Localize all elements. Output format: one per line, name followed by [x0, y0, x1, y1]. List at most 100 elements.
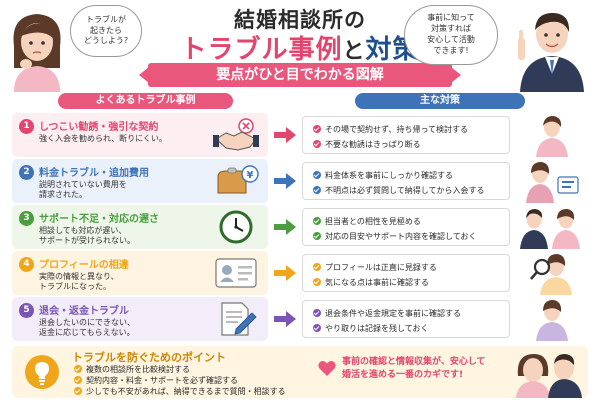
check-circle-icon [313, 140, 321, 148]
measure-item: 気になる点は事前に確認する [313, 277, 429, 288]
case-title: サポート不足・対応の遅さ [39, 214, 159, 225]
trouble-case-card: 4 プロフィールの相違実際の情報と異なり、 トラブルになった。 [12, 251, 268, 295]
clock-icon [212, 209, 260, 245]
arrow-right-icon [274, 265, 296, 281]
tip-item: 少しでも不安があれば、納得できるまで質問・相談する [74, 386, 286, 397]
tip-item: 契約内容・料金・サポートを必ず確認する [74, 375, 238, 386]
trouble-row: 5 退会・返金トラブル退会したいのにできない、 返金に応じてもらえない。 退会条件や… [12, 297, 588, 341]
case-title: しつこい勧誘・強引な契約 [39, 122, 159, 133]
heart-icon [318, 361, 336, 376]
person-illustration [512, 159, 588, 203]
check-circle-icon [313, 309, 321, 317]
check-circle-icon [74, 365, 82, 373]
check-circle-icon [74, 376, 82, 384]
arrow-right-icon [274, 219, 296, 235]
profile-card-icon [212, 255, 260, 291]
trouble-row: 4 プロフィールの相違実際の情報と異なり、 トラブルになった。 プロフィールは正直に… [12, 251, 588, 295]
speech-bubble-right: 事前に知って 対策すれば 安心して活動 できます! [404, 5, 498, 65]
tip-text: 契約内容・料金・サポートを必ず確認する [86, 376, 238, 385]
measure-text: 対応の目安やサポート内容を確認しておく [325, 232, 477, 241]
title-line1: 結婚相談所の [234, 8, 366, 32]
case-description: 相談しても対応が遅い、 サポートが受けられない。 [39, 226, 135, 246]
column-header-trouble-cases: よくあるトラブル事例 [58, 93, 233, 109]
check-circle-icon [313, 263, 321, 271]
measure-text: 担当者との相性を見極める [325, 217, 421, 226]
title-part-and: と [342, 39, 366, 64]
trouble-case-card: 1 しつこい勧誘・強引な契約強く入会を勧められ、断りにくい。 [12, 113, 268, 157]
measure-text: 不明点は必ず質問して納得してから入会する [325, 186, 485, 195]
trouble-case-card: 2 料金トラブル・追加費用説明されていない費用を 請求された。 ¥ [12, 159, 268, 203]
case-title: プロフィールの相違 [39, 260, 129, 271]
tips-title: トラブルを防ぐためのポイント [72, 351, 226, 364]
person-illustration [512, 297, 588, 341]
case-description: 強く入会を勧められ、断りにくい。 [39, 134, 167, 143]
speech-bubble-left-text: トラブルが 起きたら どうしよう? [83, 14, 129, 46]
lightbulb-icon [25, 355, 59, 389]
measure-card: 退会条件や返金規定を事前に確認するやり取りは記録を残しておく [302, 300, 510, 338]
check-circle-icon [74, 387, 82, 395]
case-number-badge: 3 [19, 211, 34, 226]
case-number-badge: 1 [19, 119, 34, 134]
case-number-badge: 4 [19, 257, 34, 272]
measure-text: やり取りは記録を残しておく [325, 324, 429, 333]
check-circle-icon [313, 278, 321, 286]
measure-text: その場で契約せず、持ち帰って検討する [325, 125, 469, 134]
measure-item: 料金体系を事前にしっかり確認する [313, 170, 453, 181]
wallet-icon: ¥ [212, 163, 260, 199]
speech-bubble-right-text: 事前に知って 対策すれば 安心して活動 できます! [427, 13, 475, 55]
check-circle-icon [313, 186, 321, 194]
measure-text: 不要な勧誘はきっぱり断る [325, 140, 421, 149]
case-description: 実際の情報と異なり、 トラブルになった。 [39, 272, 119, 292]
measure-text: 気になる点は事前に確認する [325, 278, 429, 287]
measure-item: 退会条件や返金規定を事前に確認する [313, 308, 461, 319]
check-circle-icon [313, 232, 321, 240]
tip-item: 複数の相談所を比較検討する [74, 364, 190, 375]
measure-item: やり取りは記録を残しておく [313, 323, 429, 334]
check-circle-icon [313, 217, 321, 225]
measure-text: 料金体系を事前にしっかり確認する [325, 171, 453, 180]
document-pen-icon [212, 301, 260, 337]
speech-bubble-left: トラブルが 起きたら どうしよう? [70, 5, 142, 57]
trouble-case-card: 5 退会・返金トラブル退会したいのにできない、 返金に応じてもらえない。 [12, 297, 268, 341]
advisor-man-illustration [518, 12, 584, 92]
case-description: 退会したいのにできない、 返金に応じてもらえない。 [39, 318, 135, 338]
check-circle-icon [313, 324, 321, 332]
subtitle-ribbon: 要点がひと目でわかる図解 [139, 63, 461, 87]
trouble-row: 3 サポート不足・対応の遅さ相談しても対応が遅い、 サポートが受けられない。 担当者… [12, 205, 588, 249]
measure-item: 対応の目安やサポート内容を確認しておく [313, 231, 477, 242]
tip-text: 複数の相談所を比較検討する [86, 365, 190, 374]
measure-card: 担当者との相性を見極める対応の目安やサポート内容を確認しておく [302, 208, 510, 246]
case-number-badge: 5 [19, 303, 34, 318]
arrow-right-icon [274, 311, 296, 327]
measure-card: その場で契約せず、持ち帰って検討する不要な勧誘はきっぱり断る [302, 116, 510, 154]
header: トラブルが 起きたら どうしよう? 結婚相談所の トラブル事例と対策 要点がひと… [0, 0, 600, 92]
measure-card: 料金体系を事前にしっかり確認する不明点は必ず質問して納得してから入会する [302, 162, 510, 200]
trouble-row: 1 しつこい勧誘・強引な契約強く入会を勧められ、断りにくい。 その場で契約せず、持ち… [12, 113, 588, 157]
case-description: 説明されていない費用を 請求された。 [39, 180, 127, 200]
person-illustration [512, 205, 588, 249]
measure-item: プロフィールは正直に見録する [313, 262, 437, 273]
measure-item: 不明点は必ず質問して納得してから入会する [313, 185, 485, 196]
svg-text:¥: ¥ [247, 170, 254, 181]
case-number-badge: 2 [19, 165, 34, 180]
handshake-icon [212, 117, 260, 153]
case-title: 料金トラブル・追加費用 [39, 168, 149, 179]
worried-woman-illustration [13, 14, 61, 92]
arrow-right-icon [274, 173, 296, 189]
measure-item: 不要な勧誘はきっぱり断る [313, 139, 421, 150]
trouble-case-card: 3 サポート不足・対応の遅さ相談しても対応が遅い、 サポートが受けられない。 [12, 205, 268, 249]
tip-text: 少しでも不安があれば、納得できるまで質問・相談する [86, 387, 286, 396]
measure-item: その場で契約せず、持ち帰って検討する [313, 124, 468, 135]
check-circle-icon [313, 125, 321, 133]
closing-message: 事前の確認と情報収集が、安心して 婚活を進める一番のカギです! [342, 357, 486, 381]
trouble-row: 2 料金トラブル・追加費用説明されていない費用を 請求された。 ¥ 料金体系を事前にし… [12, 159, 588, 203]
arrow-right-icon [274, 127, 296, 143]
measure-text: 退会条件や返金規定を事前に確認する [325, 309, 461, 318]
measure-text: プロフィールは正直に見録する [325, 263, 437, 272]
person-illustration [512, 113, 588, 157]
case-title: 退会・返金トラブル [39, 306, 129, 317]
check-circle-icon [313, 171, 321, 179]
title-line2: トラブル事例と対策 [140, 29, 460, 66]
title-part-trouble-cases: トラブル事例 [180, 35, 343, 65]
measure-item: 担当者との相性を見極める [313, 216, 421, 227]
